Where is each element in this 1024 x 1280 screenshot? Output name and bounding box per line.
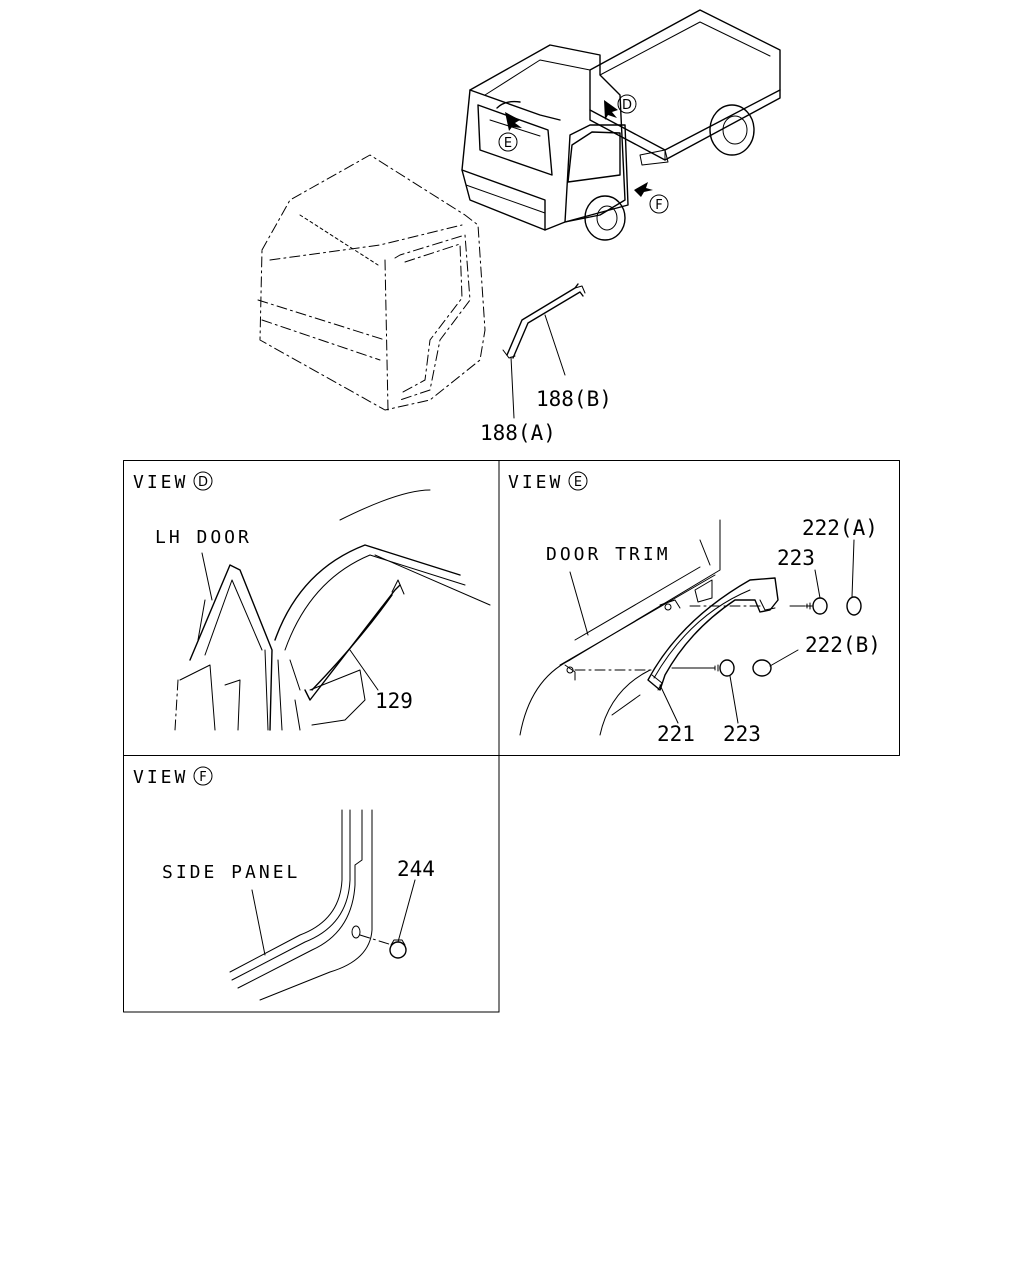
view-e-letter: E bbox=[574, 475, 582, 490]
marker-f-letter: F bbox=[655, 198, 662, 213]
view-e-panel: VIEW E DOOR TRIM bbox=[508, 471, 862, 736]
callout-221: 221 bbox=[657, 722, 695, 746]
view-f-side-panel-label: SIDE PANEL bbox=[162, 862, 300, 883]
view-e-door-trim-label: DOOR TRIM bbox=[546, 544, 671, 565]
cab-closeup bbox=[257, 154, 486, 411]
callout-222a: 222(A) bbox=[802, 516, 878, 540]
seal-strip-188 bbox=[502, 283, 586, 419]
view-frames bbox=[123, 460, 900, 1013]
view-e-title: VIEW bbox=[508, 472, 563, 493]
view-f-title: VIEW bbox=[133, 767, 188, 788]
view-d-title: VIEW bbox=[133, 472, 188, 493]
view-d-door-label: LH DOOR bbox=[155, 527, 252, 548]
marker-e-letter: E bbox=[504, 136, 512, 151]
truck-overview bbox=[461, 9, 781, 241]
view-f-panel: VIEW F SIDE PANEL bbox=[133, 766, 416, 1001]
callout-223-top: 223 bbox=[777, 546, 815, 570]
marker-d-letter: D bbox=[622, 98, 632, 113]
marker-e: E bbox=[498, 132, 518, 152]
callout-188a: 188(A) bbox=[480, 421, 556, 445]
callout-244: 244 bbox=[397, 857, 435, 881]
view-d-letter: D bbox=[198, 475, 208, 490]
view-d-panel: VIEW D LH DOOR bbox=[133, 471, 491, 731]
marker-f: F bbox=[649, 194, 669, 214]
callout-223-bottom: 223 bbox=[723, 722, 761, 746]
marker-d: D bbox=[617, 94, 637, 114]
callout-129: 129 bbox=[375, 689, 413, 713]
view-f-letter: F bbox=[199, 770, 206, 785]
callout-188b: 188(B) bbox=[536, 387, 612, 411]
callout-222b: 222(B) bbox=[805, 633, 881, 657]
